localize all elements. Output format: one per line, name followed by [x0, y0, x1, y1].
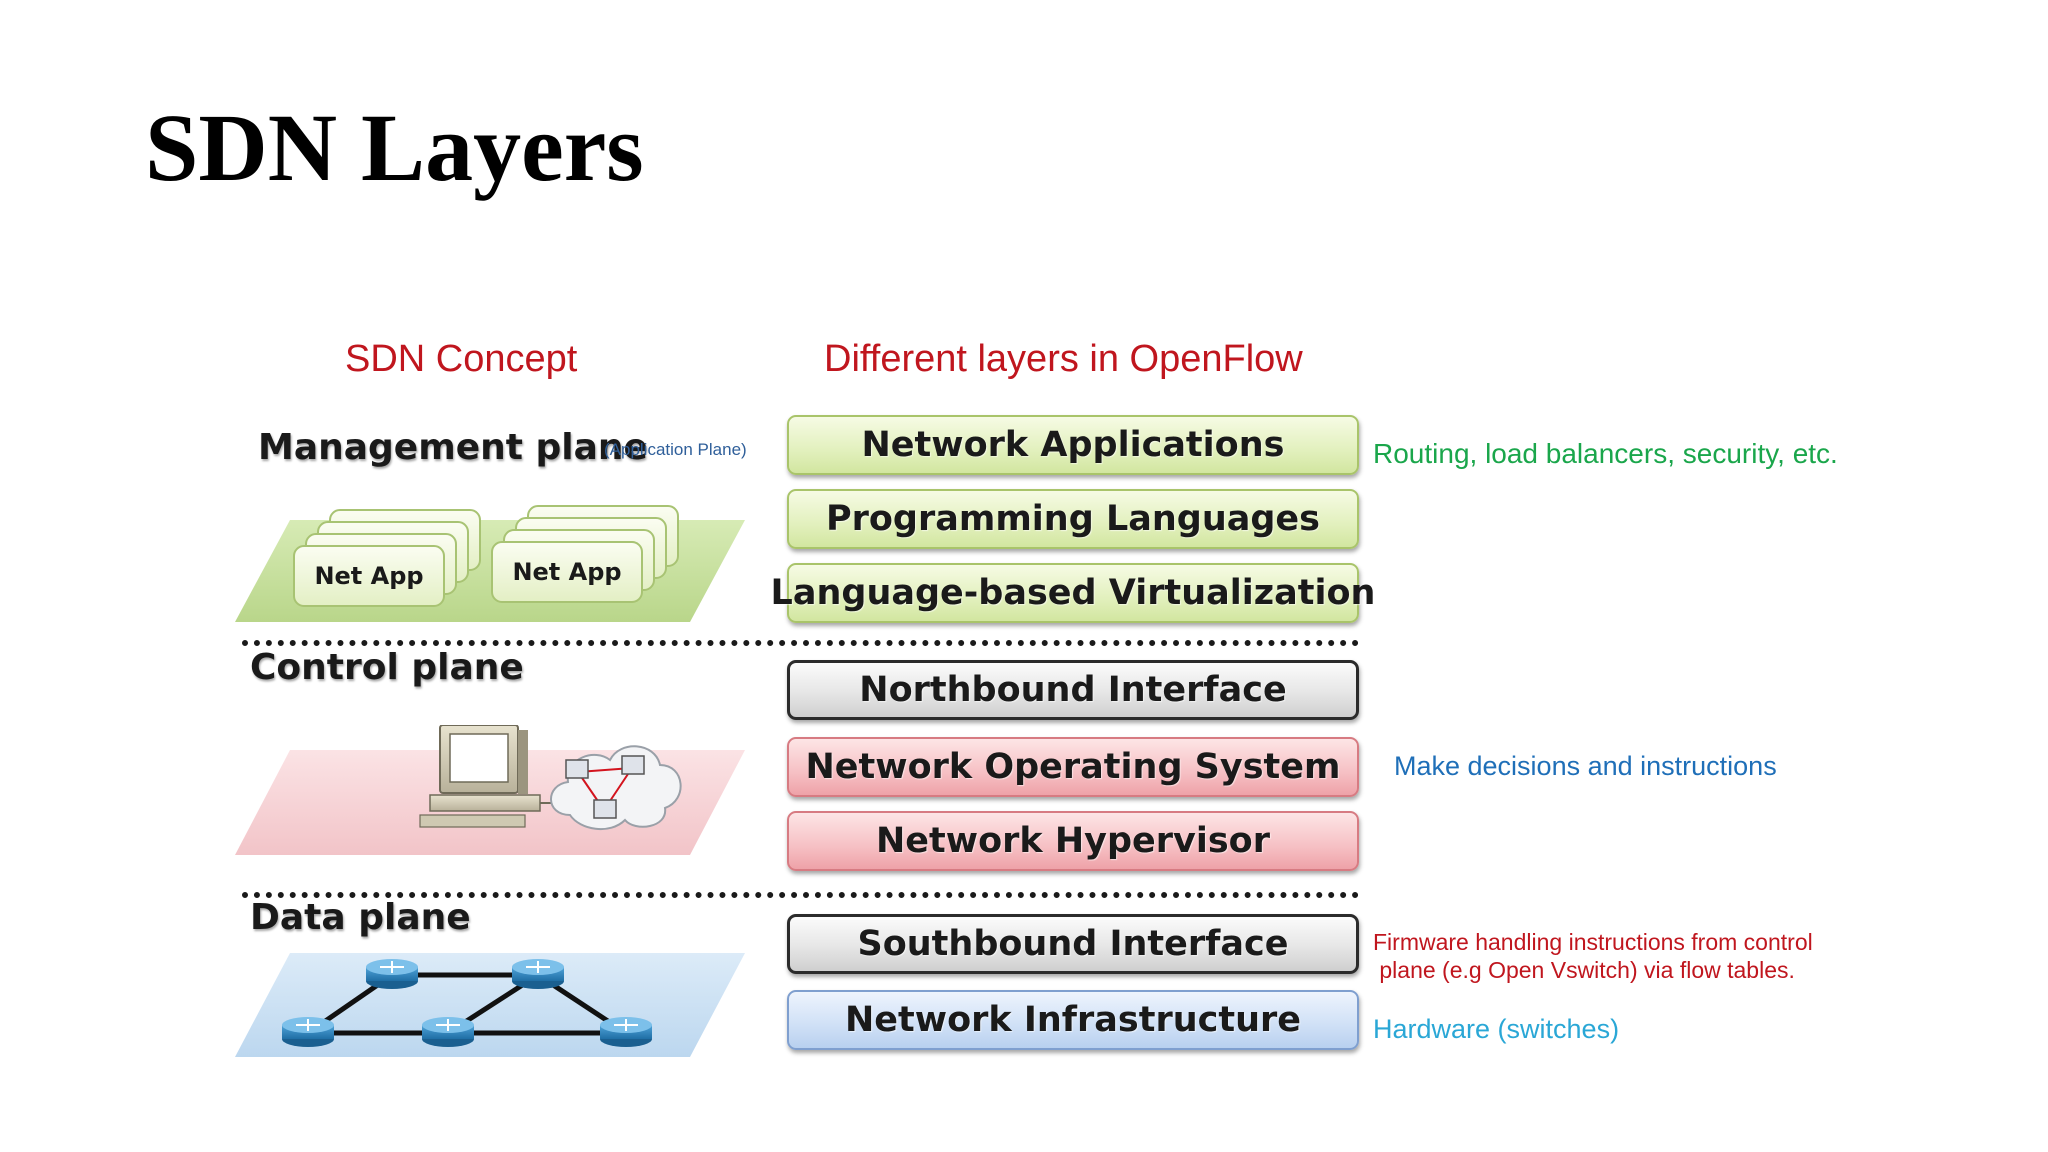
openflow-layers-heading: Different layers in OpenFlow	[824, 338, 1303, 380]
layer-network-applications: Network Applications	[787, 415, 1359, 475]
layer-southbound-interface: Southbound Interface	[787, 914, 1359, 974]
layer-network-infrastructure: Network Infrastructure	[787, 990, 1359, 1050]
plane-separator-2	[242, 892, 1359, 898]
hardware-note: Hardware (switches)	[1373, 1014, 1620, 1044]
plane-separator-1	[242, 640, 1359, 646]
application-plane-note: (Application Plane)	[604, 440, 747, 459]
net-app-card-2: Net App	[512, 558, 622, 586]
layer-northbound-interface: Northbound Interface	[787, 660, 1359, 720]
router-switch-icon	[235, 953, 745, 1057]
net-app-stack-icon	[235, 505, 745, 622]
layer-programming-languages: Programming Languages	[787, 489, 1359, 549]
layer-network-hypervisor: Network Hypervisor	[787, 811, 1359, 871]
control-plane-label: Control plane	[250, 647, 524, 688]
firmware-note-line-1: Firmware handling instructions from cont…	[1373, 929, 1813, 955]
layer-network-operating-system: Network Operating System	[787, 737, 1359, 797]
layer-language-based-virtualization: Language-based Virtualization	[771, 563, 1375, 623]
applications-note: Routing, load balancers, security, etc.	[1373, 438, 1838, 469]
sdn-concept-heading: SDN Concept	[345, 338, 578, 380]
net-app-card-1: Net App	[314, 562, 424, 590]
network-cloud-icon	[550, 745, 682, 831]
page-title: SDN Layers	[145, 94, 644, 201]
control-note: Make decisions and instructions	[1394, 751, 1777, 781]
management-plane-label: Management plane	[258, 427, 648, 468]
data-plane-label: Data plane	[250, 897, 471, 938]
firmware-note-line-2: plane (e.g Open Vswitch) via flow tables…	[1373, 957, 1795, 983]
